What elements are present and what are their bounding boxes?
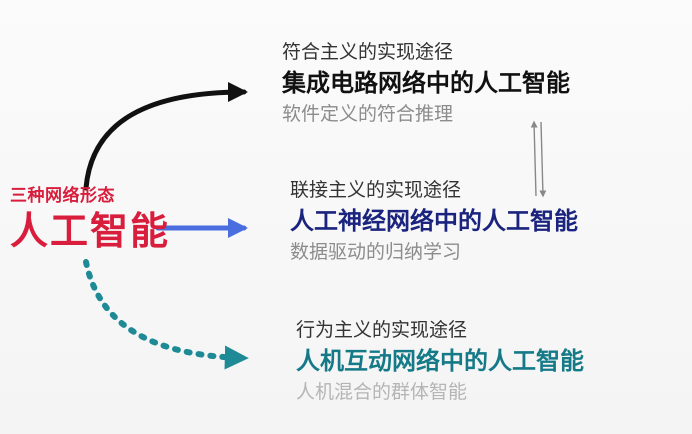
approach-connectionist: 联接主义的实现途径 人工神经网络中的人工智能 数据驱动的归纳学习 bbox=[290, 178, 690, 264]
approach-title: 人机互动网络中的人工智能 bbox=[296, 347, 584, 375]
approach-desc: 人机混合的群体智能 bbox=[296, 381, 468, 403]
approach-desc: 数据驱动的归纳学习 bbox=[290, 241, 462, 263]
ai-title: 人工智能 bbox=[10, 209, 171, 253]
approach-symbolic: 符合主义的实现途径 集成电路网络中的人工智能 软件定义的符合推理 bbox=[282, 40, 682, 126]
double-arrow-up bbox=[530, 120, 538, 197]
approach-title: 集成电路网络中的人工智能 bbox=[282, 69, 570, 97]
arrow-behaviorist bbox=[83, 259, 249, 370]
ai-center-label: 三种网络形态 人工智能 bbox=[10, 185, 170, 253]
approach-path: 联接主义的实现途径 bbox=[290, 179, 462, 201]
approach-title: 人工神经网络中的人工智能 bbox=[290, 207, 578, 235]
double-arrow-down bbox=[539, 121, 547, 198]
approach-path: 符合主义的实现途径 bbox=[282, 41, 454, 63]
approach-desc: 软件定义的符合推理 bbox=[282, 103, 454, 125]
arrow-symbolic bbox=[83, 82, 248, 191]
approach-behaviorist: 行为主义的实现途径 人机互动网络中的人工智能 人机混合的群体智能 bbox=[296, 318, 692, 404]
approach-path: 行为主义的实现途径 bbox=[296, 319, 468, 341]
network-forms-subtitle: 三种网络形态 bbox=[10, 186, 115, 206]
